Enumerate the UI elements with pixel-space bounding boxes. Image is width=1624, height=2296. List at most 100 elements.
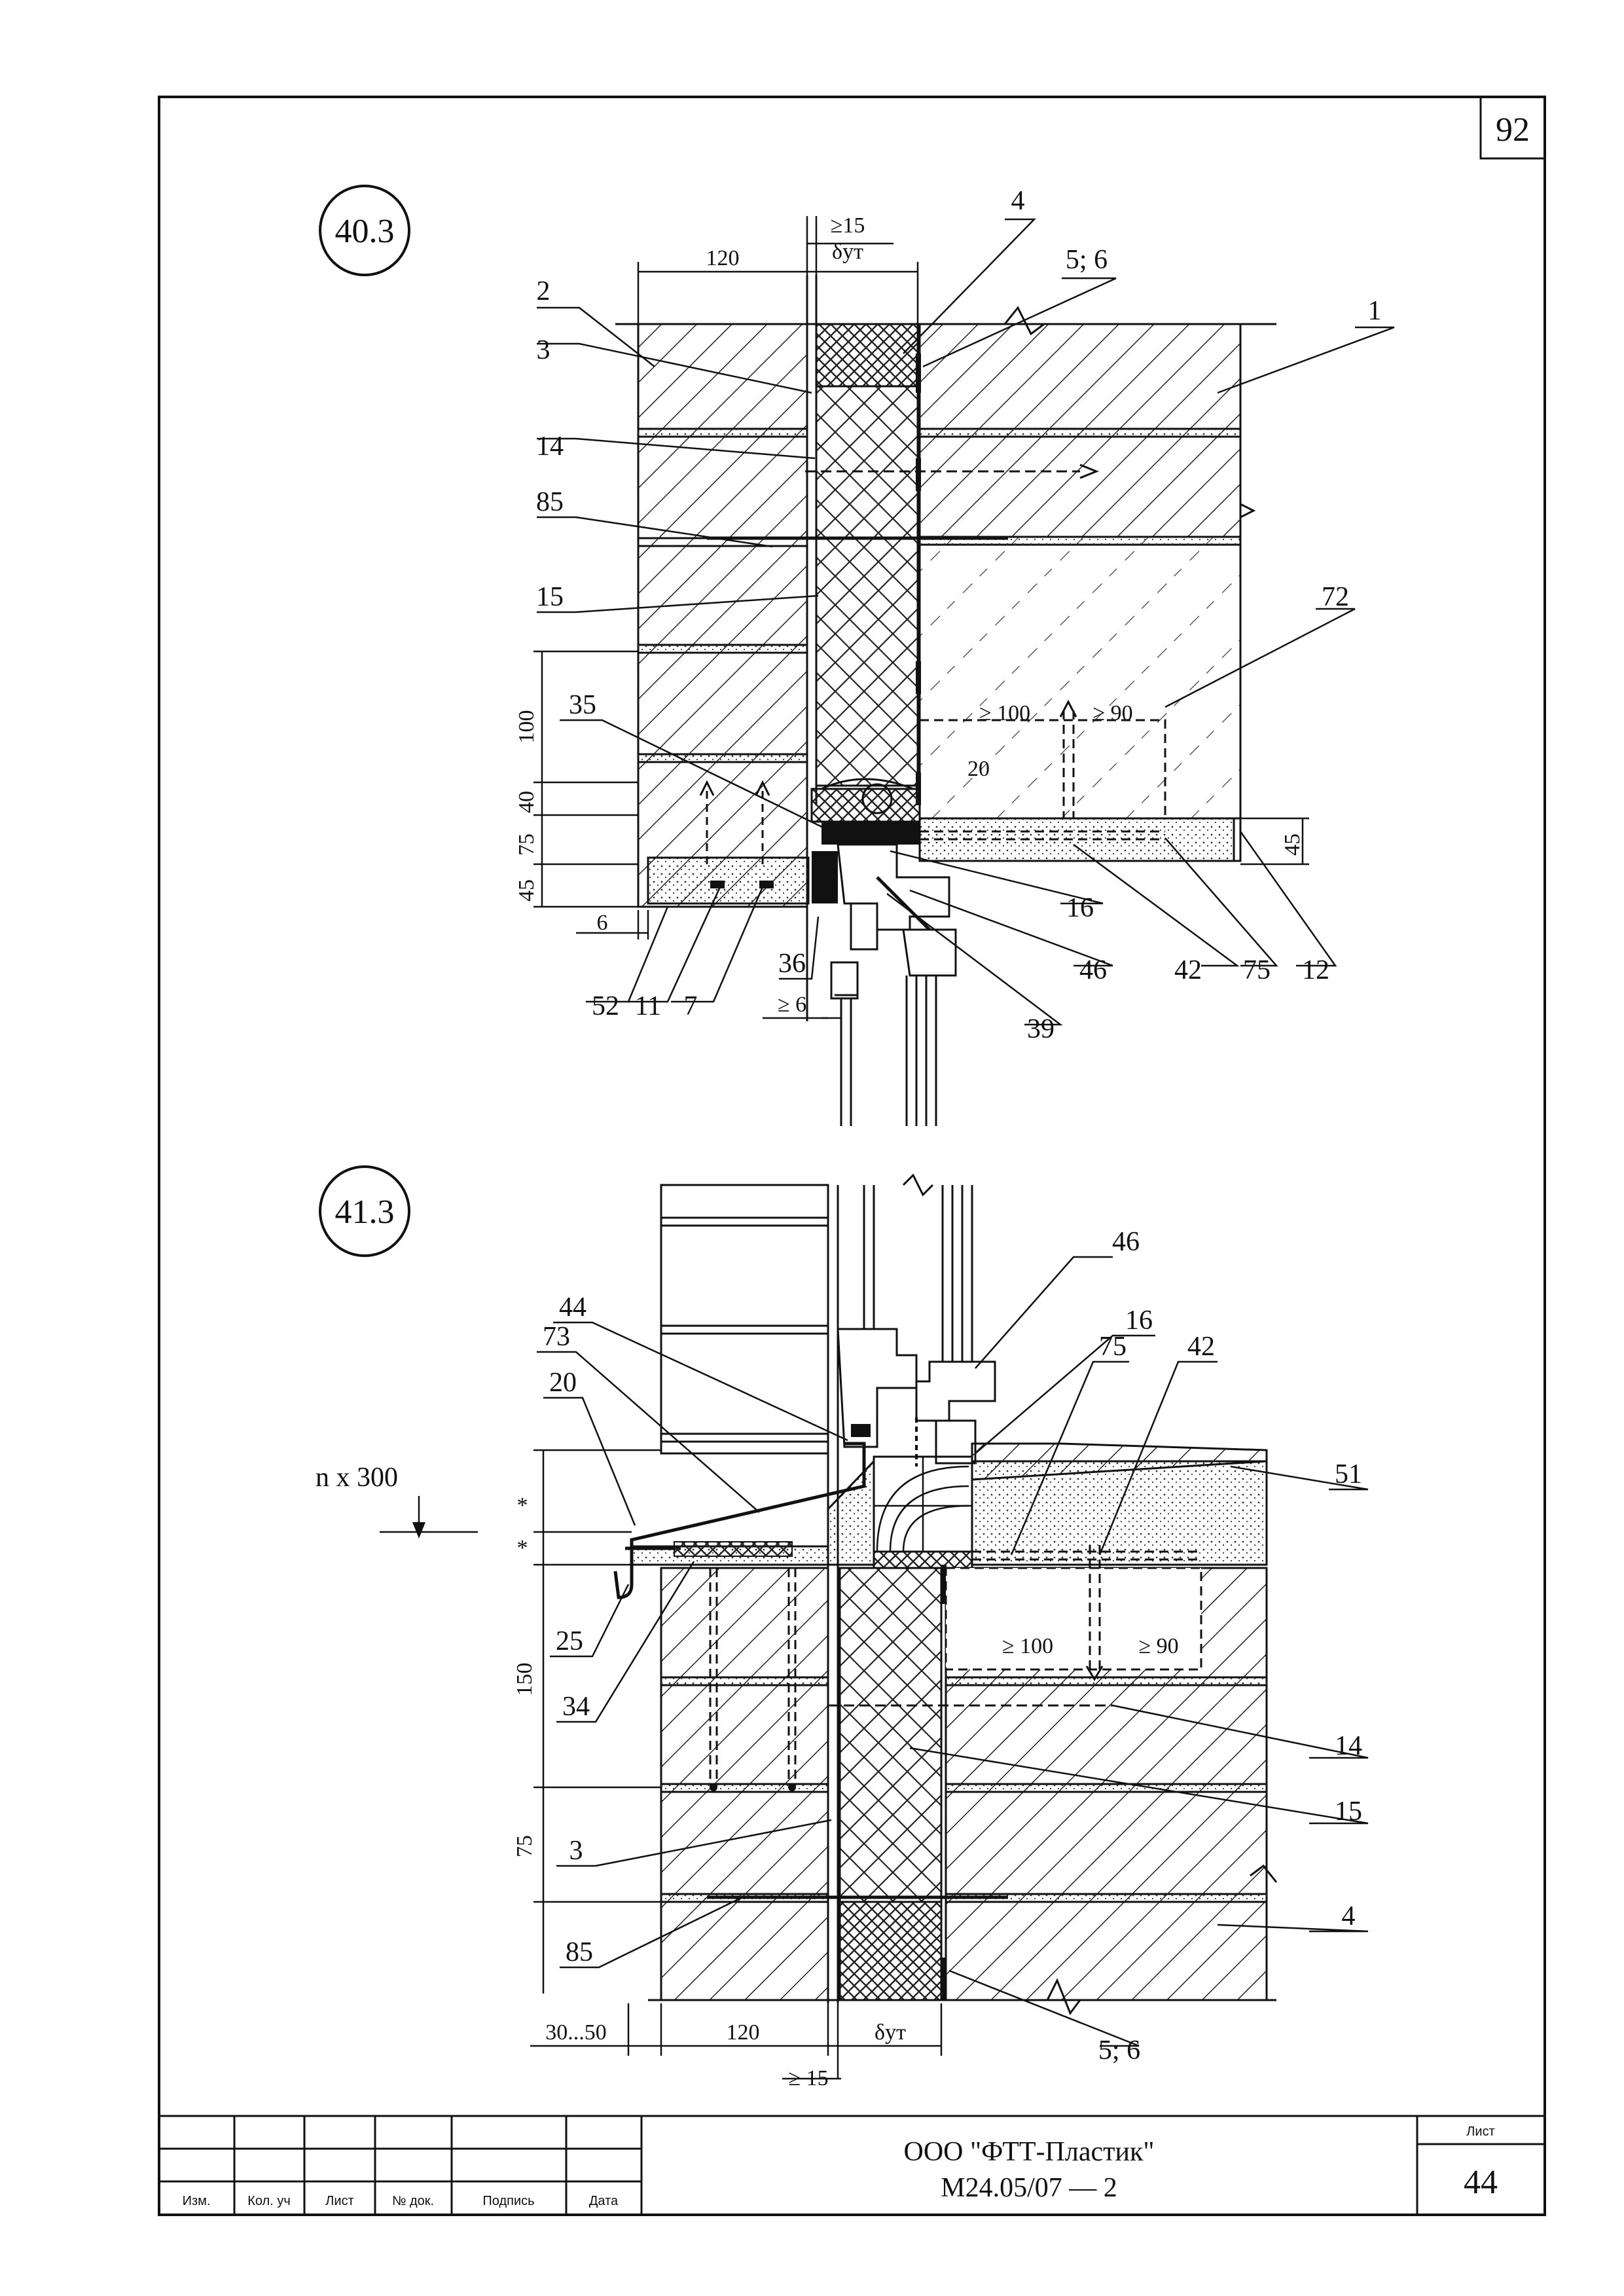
svg-text:7: 7 bbox=[684, 991, 698, 1021]
callout-leaders-top bbox=[537, 218, 1395, 1026]
svg-text:46: 46 bbox=[1112, 1227, 1140, 1257]
steel-drip-sill bbox=[613, 1442, 866, 1599]
svg-text:3: 3 bbox=[569, 1836, 583, 1866]
svg-text:85: 85 bbox=[566, 1937, 593, 1967]
svg-text:Подпись: Подпись bbox=[482, 2194, 534, 2208]
svg-text:20: 20 bbox=[967, 757, 990, 781]
bearing-wall-bottom bbox=[648, 1545, 1278, 2016]
svg-text:16: 16 bbox=[1125, 1305, 1153, 1336]
insulation-top bbox=[815, 323, 919, 787]
detail-40-3: 40.3 bbox=[319, 185, 1395, 1126]
brick-facing-upper-bottom bbox=[660, 1173, 934, 1455]
svg-text:14: 14 bbox=[1335, 1731, 1362, 1761]
svg-text:15: 15 bbox=[536, 582, 564, 612]
svg-text:73: 73 bbox=[543, 1322, 570, 1352]
svg-text:51: 51 bbox=[1335, 1459, 1362, 1489]
svg-text:≥ 90: ≥ 90 bbox=[1092, 701, 1132, 725]
svg-text:85: 85 bbox=[536, 487, 564, 517]
svg-text:42: 42 bbox=[1187, 1332, 1215, 1362]
svg-text:120: 120 bbox=[706, 246, 740, 270]
svg-text:16: 16 bbox=[1066, 893, 1094, 923]
detail-id-badge-bottom: 41.3 bbox=[319, 1165, 410, 1257]
sheet-label: Лист bbox=[1466, 2124, 1494, 2139]
brick-facing-lower-bottom bbox=[660, 1567, 829, 2001]
svg-text:2: 2 bbox=[537, 276, 550, 306]
svg-text:75: 75 bbox=[513, 1835, 537, 1857]
svg-text:75: 75 bbox=[1243, 955, 1271, 985]
svg-text:100: 100 bbox=[514, 710, 539, 744]
sheet-number: 44 bbox=[1464, 2164, 1498, 2201]
svg-text:*: * bbox=[517, 1536, 528, 1560]
svg-text:30...50: 30...50 bbox=[545, 2020, 607, 2045]
svg-text:35: 35 bbox=[569, 690, 596, 720]
callout-labels-bottom: 46 44 16 73 75 42 20 51 25 34 14 15 3 4 … bbox=[543, 1227, 1362, 2066]
svg-text:6: 6 bbox=[597, 911, 608, 935]
dimensions-bottom bbox=[380, 1449, 943, 2080]
svg-text:52: 52 bbox=[592, 991, 619, 1021]
svg-text:72: 72 bbox=[1322, 582, 1349, 612]
svg-text:n x 300: n x 300 bbox=[316, 1463, 398, 1493]
svg-text:4: 4 bbox=[1011, 186, 1025, 216]
svg-text:42: 42 bbox=[1174, 955, 1202, 985]
svg-text:36: 36 bbox=[778, 949, 806, 979]
title-block: Изм. Кол. уч Лист № док. Подпись Дата ОО… bbox=[159, 2115, 1545, 2215]
svg-text:75: 75 bbox=[514, 833, 539, 856]
svg-text:150: 150 bbox=[513, 1663, 537, 1696]
window-frame-head bbox=[810, 778, 957, 1000]
svg-text:120: 120 bbox=[727, 2020, 760, 2045]
svg-text:№ док.: № док. bbox=[392, 2194, 434, 2208]
svg-text:45: 45 bbox=[514, 879, 539, 902]
svg-text:Изм.: Изм. bbox=[183, 2194, 211, 2208]
svg-text:12: 12 bbox=[1302, 955, 1329, 985]
air-gap-bottom bbox=[827, 1565, 839, 2003]
brick-facing-top bbox=[637, 323, 808, 908]
svg-text:40: 40 bbox=[514, 791, 539, 813]
svg-text:15: 15 bbox=[1335, 1796, 1362, 1827]
bearing-wall-top bbox=[615, 306, 1276, 831]
company-name: ООО "ФТТ-Пластик" bbox=[903, 2137, 1154, 2167]
callout-leaders-bottom bbox=[537, 1256, 1369, 2047]
svg-text:1: 1 bbox=[1368, 296, 1382, 326]
window-frame-sill bbox=[837, 1328, 996, 1569]
svg-text:3: 3 bbox=[537, 335, 550, 365]
svg-text:≥ 100: ≥ 100 bbox=[979, 701, 1030, 725]
svg-text:45: 45 bbox=[1280, 833, 1305, 856]
svg-text:4: 4 bbox=[1342, 1901, 1356, 1931]
callout-labels-top: 4 5; 6 2 1 3 14 85 15 72 35 16 36 46 42 … bbox=[536, 186, 1382, 1044]
dimension-labels-bottom: n x 300 * * 150 75 30...50 120 δут ≥ 15 … bbox=[316, 1463, 1179, 2090]
air-gap-top bbox=[806, 275, 818, 1021]
svg-text:≥ 100: ≥ 100 bbox=[1002, 1634, 1053, 1658]
detail-41-3: 41.3 bbox=[316, 1165, 1369, 2090]
svg-text:40.3: 40.3 bbox=[335, 213, 395, 250]
svg-text:44: 44 bbox=[559, 1292, 586, 1322]
svg-text:14: 14 bbox=[536, 431, 564, 462]
drawing-frame bbox=[158, 96, 1546, 2216]
svg-text:Лист: Лист bbox=[325, 2194, 353, 2208]
svg-text:75: 75 bbox=[1099, 1332, 1127, 1362]
seal-tape-bottom bbox=[674, 1541, 793, 1557]
svg-text:5; 6: 5; 6 bbox=[1066, 245, 1108, 275]
svg-text:20: 20 bbox=[549, 1368, 577, 1398]
svg-text:δут: δут bbox=[875, 2020, 906, 2045]
svg-text:≥ 15: ≥ 15 bbox=[788, 2066, 828, 2090]
svg-text:11: 11 bbox=[635, 991, 661, 1021]
svg-text:34: 34 bbox=[562, 1692, 590, 1722]
svg-text:δут: δут bbox=[832, 240, 863, 264]
insulation-bottom bbox=[839, 1567, 943, 2001]
svg-text:39: 39 bbox=[1027, 1014, 1055, 1044]
svg-text:≥ 90: ≥ 90 bbox=[1138, 1634, 1178, 1658]
corner-number: 92 bbox=[1496, 111, 1530, 149]
svg-text:41.3: 41.3 bbox=[335, 1194, 395, 1231]
title-block-columns: Изм. Кол. уч Лист № док. Подпись Дата bbox=[183, 2194, 619, 2208]
svg-text:25: 25 bbox=[556, 1626, 583, 1656]
corner-number-box: 92 bbox=[1479, 96, 1546, 160]
sill-mortar bbox=[630, 1442, 1268, 1566]
svg-text:Дата: Дата bbox=[589, 2194, 619, 2208]
svg-text:Кол. уч: Кол. уч bbox=[247, 2194, 291, 2208]
svg-text:*: * bbox=[517, 1493, 528, 1518]
svg-text:5; 6: 5; 6 bbox=[1098, 2035, 1140, 2066]
wall-ties-top bbox=[707, 464, 1166, 820]
glazing-top bbox=[835, 975, 937, 1126]
lintel-top bbox=[647, 780, 1242, 905]
